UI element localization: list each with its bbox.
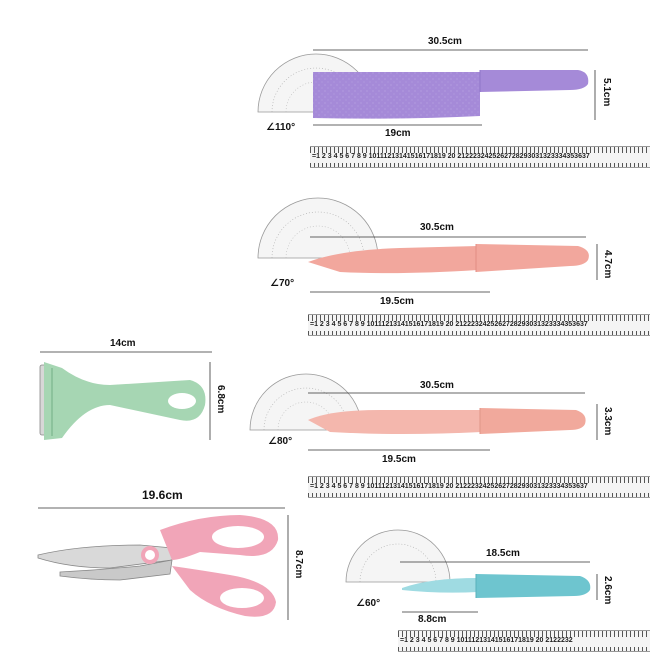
length-label-4: 18.5cm [486, 548, 520, 559]
peeler-height-label: 6.8cm [215, 385, 226, 414]
scissors-width-label: 19.6cm [142, 488, 183, 502]
length-label-2: 30.5cm [420, 222, 454, 233]
scissors-height-label: 8.7cm [293, 550, 304, 579]
peeler-width-label: 14cm [110, 338, 136, 349]
utility-knife [345, 529, 591, 598]
ruler-1: =1 2 3 4 5 6 7 8 9 10111213141516171819 … [310, 146, 650, 168]
ruler-4: =1 2 3 4 5 6 7 8 9 10111213141516171819 … [398, 630, 650, 652]
height-label-1: 5.1cm [601, 78, 612, 107]
length-label-3: 30.5cm [420, 380, 454, 391]
scissors [37, 515, 279, 617]
ruler-2: =1 2 3 4 5 6 7 8 9 10111213141516171819 … [308, 314, 650, 336]
angle-label-1: ∠110° [266, 122, 296, 133]
length-label-1: 30.5cm [428, 36, 462, 47]
angle-label-4: ∠60° [356, 598, 381, 609]
blade-label-1: 19cm [385, 128, 411, 139]
blade-label-2: 19.5cm [380, 296, 414, 307]
chef-knife [257, 53, 589, 119]
blade-label-3: 19.5cm [382, 454, 416, 465]
angle-label-3: ∠80° [268, 436, 293, 447]
angle-label-2: ∠70° [270, 278, 295, 289]
slicing-knife [257, 197, 589, 274]
blade-label-4: 8.8cm [418, 614, 447, 625]
ruler-3: =1 2 3 4 5 6 7 8 9 10111213141516171819 … [308, 476, 650, 498]
height-label-2: 4.7cm [602, 250, 613, 279]
bread-knife [249, 373, 586, 434]
peeler [39, 362, 206, 440]
height-label-4: 2.6cm [602, 576, 613, 605]
height-label-3: 3.3cm [602, 407, 613, 436]
